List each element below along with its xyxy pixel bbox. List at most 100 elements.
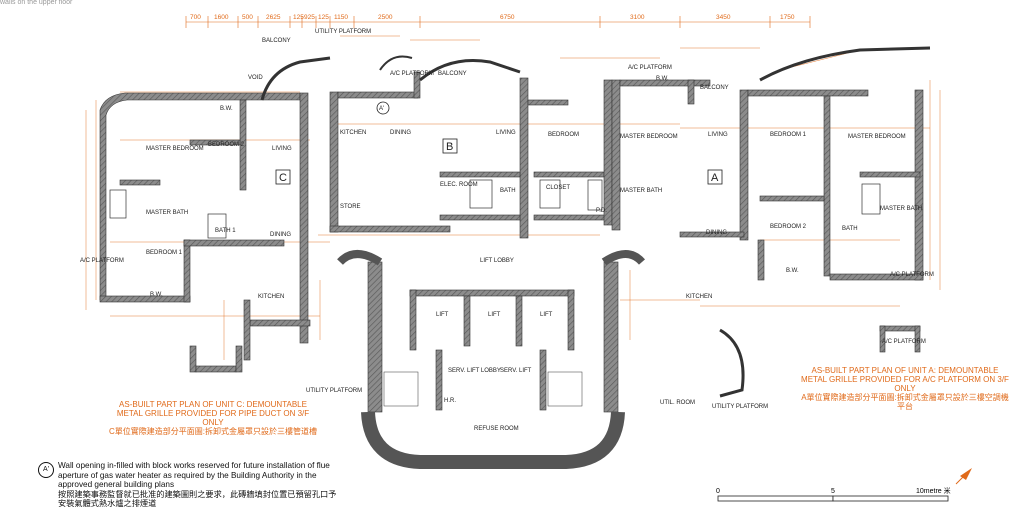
legend-text: Wall opening in-filled with block works … — [58, 461, 330, 490]
room-label: LIVING — [496, 130, 516, 136]
dim-label: 1150 — [334, 14, 348, 21]
room-label: LIFT LOBBY — [480, 258, 514, 264]
room-label: BALCONY — [262, 38, 291, 44]
room-label: UTIL. ROOM — [660, 400, 695, 406]
room-label: REFUSE ROOM — [474, 426, 519, 432]
dim-label: 6750 — [500, 14, 515, 21]
room-label: LIFT — [540, 312, 553, 318]
unit-c-note-text: AS-BUILT PART PLAN OF UNIT C: DEMOUNTABL… — [116, 400, 310, 427]
room-label: SERV. LIFT LOBBY — [448, 368, 501, 374]
room-label: A/C PLATFORM — [882, 339, 926, 345]
room-label: BATH — [500, 188, 516, 194]
dim-label: 3450 — [716, 14, 731, 21]
legend-marker: A' — [38, 462, 54, 478]
core-walls — [367, 261, 619, 413]
room-label: P.D. — [596, 208, 607, 214]
unit-b-balcony — [419, 58, 521, 82]
room-label: DINING — [270, 232, 291, 238]
unit-label-c: C — [279, 172, 287, 184]
unit-c-walls — [99, 92, 311, 361]
room-label: LIFT — [488, 312, 501, 318]
flue-marker: A' — [376, 101, 390, 115]
room-label: MASTER BEDROOM — [848, 134, 906, 140]
dim-label: 125 — [293, 14, 304, 21]
room-label: B.W. — [786, 268, 799, 274]
legend: A' Wall opening in-filled with block wor… — [38, 461, 338, 509]
unit-b-walls — [329, 71, 615, 239]
bath-tub — [469, 179, 493, 209]
room-label: MASTER BATH — [880, 206, 922, 212]
room-label: UTILITY PLATFORM — [306, 388, 362, 394]
room-label: A/C PLATFORM — [628, 65, 672, 71]
stair — [383, 371, 419, 407]
room-label: KITCHEN — [686, 294, 712, 300]
room-label: B.W. — [220, 106, 233, 112]
upper-floor-caption: walls on the upper floor — [0, 0, 73, 6]
bath-tub — [539, 179, 561, 209]
dim-label: 125 — [318, 14, 329, 21]
unit-markers: B C A — [275, 138, 723, 185]
dim-label: 3100 — [630, 14, 645, 21]
room-label: CLOSET — [546, 185, 570, 191]
marker-label: A' — [379, 106, 384, 112]
unit-label-a: A — [711, 172, 719, 184]
room-label: BEDROOM 1 — [770, 132, 807, 138]
room-label: BEDROOM 1 — [146, 250, 183, 256]
room-label: LIVING — [708, 132, 728, 138]
north-arrow-icon — [955, 468, 972, 485]
unit-a-note: AS-BUILT PART PLAN OF UNIT A: DEMOUNTABL… — [800, 366, 1010, 411]
top-dimension-labels: 700 1600 500 2625 125 925 125 1150 2500 … — [190, 14, 795, 21]
dim-label: 925 — [304, 14, 315, 21]
room-label: B.W. — [150, 292, 163, 298]
stair — [547, 371, 583, 407]
room-label: BATH — [842, 226, 858, 232]
unit-b-ac-bay — [379, 55, 413, 71]
dim-label: 700 — [190, 14, 201, 21]
room-label: KITCHEN — [340, 130, 366, 136]
unit-c-note-zh: C單位實際建造部分平面圖:拆卸式金屬罩只設於三樓管道槽 — [109, 427, 317, 436]
unit-a-note-zh: A單位實際建造部分平面圖:拆卸式金屬罩只設於三樓空調機平台 — [801, 393, 1009, 411]
room-label: MASTER BEDROOM — [146, 146, 204, 152]
room-label: LIFT — [436, 312, 449, 318]
room-labels: BALCONY UTILITY PLATFORM VOID A/C PLATFO… — [80, 29, 934, 432]
inset-plan-a — [879, 325, 921, 353]
room-label: A/C PLATFORM — [390, 71, 434, 77]
bath-tub — [109, 189, 127, 219]
room-label: KITCHEN — [258, 294, 284, 300]
scale-mid: 5 — [831, 488, 835, 495]
dim-label: 500 — [242, 14, 253, 21]
core-top-arch — [601, 250, 646, 266]
room-label: VOID — [248, 75, 263, 81]
room-label: BEDROOM 2 — [770, 224, 807, 230]
unit-c-balcony — [260, 56, 331, 101]
room-label: MASTER BEDROOM — [620, 134, 678, 140]
room-label: SERV. LIFT — [500, 368, 532, 374]
bath-tub — [861, 183, 881, 215]
dim-label: 1600 — [214, 14, 229, 21]
bath-tub — [587, 179, 603, 211]
room-label: BALCONY — [700, 85, 729, 91]
room-label: BALCONY — [438, 71, 467, 77]
room-label: BEDROOM 2 — [208, 142, 245, 148]
unit-a-utility-curve — [719, 328, 745, 398]
scale-bar: 0 5 10metre 米 — [716, 486, 956, 506]
unit-a-walls — [611, 79, 924, 281]
room-label: MASTER BATH — [146, 210, 188, 216]
scale-min: 0 — [716, 488, 720, 495]
room-label: LIVING — [272, 146, 292, 152]
room-label: UTILITY PLATFORM — [315, 29, 371, 35]
room-label: A/C PLATFORM — [80, 258, 124, 264]
top-dimension-chain — [185, 16, 811, 28]
unit-c-note: AS-BUILT PART PLAN OF UNIT C: DEMOUNTABL… — [108, 400, 318, 436]
legend-text-zh: 按照建築事務監督就已批准的建築圖則之要求，此磚牆填封位置已預留孔口予安裝氣體式熱… — [58, 489, 337, 509]
unit-a-note-text: AS-BUILT PART PLAN OF UNIT A: DEMOUNTABL… — [801, 366, 1009, 393]
dimension-lines — [85, 35, 941, 360]
inset-plan-c — [189, 345, 243, 373]
room-label: ELEC. ROOM — [440, 182, 478, 188]
room-label: DINING — [390, 130, 411, 136]
dim-label: 2625 — [266, 14, 281, 21]
dim-label: 1750 — [780, 14, 795, 21]
unit-a-balcony — [759, 46, 931, 82]
dim-label: 2500 — [378, 14, 393, 21]
scale-max: 10metre 米 — [916, 486, 951, 495]
